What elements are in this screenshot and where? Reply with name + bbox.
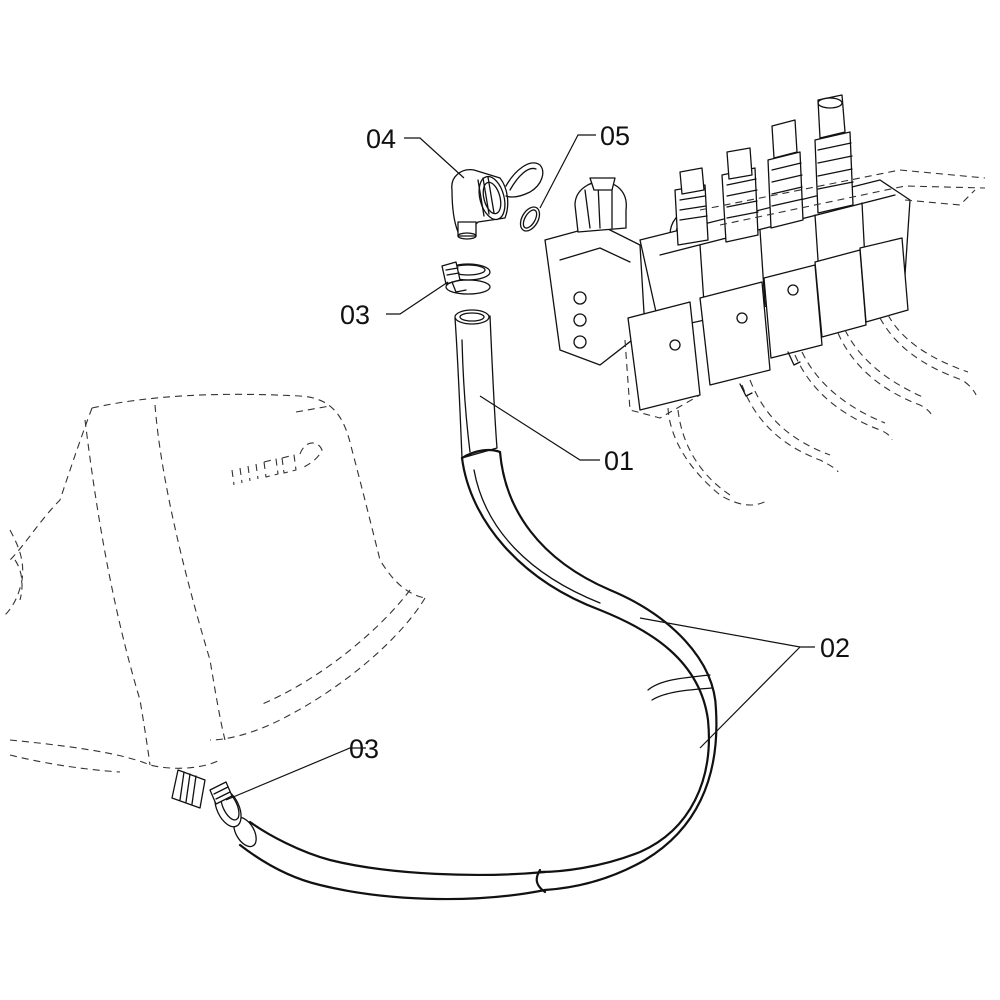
callout-02: 02 <box>820 633 850 663</box>
valve-manifold-assembly <box>544 94 986 506</box>
solenoid-box-3 <box>763 264 823 359</box>
tank-housing-outline <box>4 393 426 773</box>
callout-05: 05 <box>600 121 630 151</box>
callout-01: 01 <box>604 446 634 476</box>
callout-03-bottom: 03 <box>349 734 379 764</box>
leader-03-bottom <box>225 747 366 801</box>
short-hose-part-01 <box>454 309 498 459</box>
solenoid-box-1 <box>627 301 701 411</box>
callout-labels: 04 05 03 01 02 03 <box>340 121 850 764</box>
leader-03-top <box>386 281 449 315</box>
leader-02-a <box>639 617 815 648</box>
solenoid-box-5 <box>859 237 909 323</box>
callout-04: 04 <box>366 124 396 154</box>
leader-05 <box>539 134 596 209</box>
tank-logo-marking <box>231 405 331 486</box>
wire-leads <box>667 314 977 506</box>
hose-clamp-part-03-bottom <box>171 769 242 828</box>
leader-02-b <box>699 646 801 749</box>
valve-tower-4 <box>814 94 854 214</box>
long-hose-part-02 <box>233 448 718 901</box>
o-ring-part-05 <box>519 206 541 232</box>
leader-lines <box>225 134 815 801</box>
valve-tower-2 <box>721 147 759 243</box>
callout-03-top: 03 <box>340 300 370 330</box>
solenoid-box-4 <box>814 249 867 338</box>
valve-tower-1 <box>674 167 709 246</box>
hose-clamp-part-03-top <box>441 261 491 295</box>
valve-tower-3 <box>767 119 804 229</box>
leader-01 <box>479 395 600 461</box>
leader-04 <box>404 137 465 179</box>
solenoid-box-2 <box>699 281 771 386</box>
elbow-fitting-part-04 <box>451 162 544 240</box>
